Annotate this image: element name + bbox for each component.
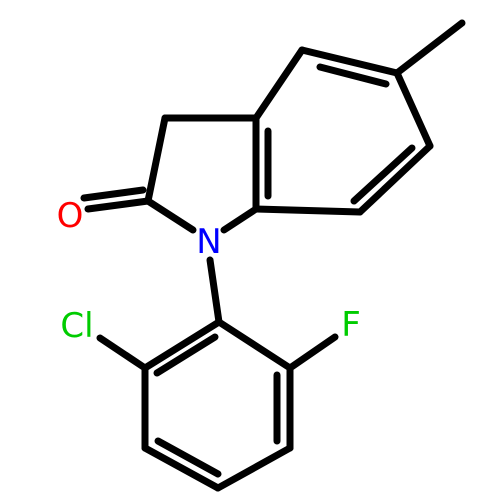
atom-labels: O N Cl F (57, 196, 361, 346)
bond-n1-phenyl (206, 256, 223, 326)
bond-c2-o (84, 197, 152, 213)
bond-c5-c6 (393, 69, 434, 150)
bond-p4-p5 (214, 444, 294, 492)
bond-c6-c7-inner (350, 144, 416, 205)
bond-methyl (393, 19, 466, 77)
bond-p3-p4 (141, 444, 222, 492)
atom-oxygen: O (57, 196, 84, 236)
bonds (80, 19, 466, 492)
bond-c3-c2 (144, 114, 169, 205)
bond-c4-c5-inner (316, 63, 390, 88)
bond-c4-c5 (298, 46, 401, 77)
bond-c2-n1 (144, 197, 197, 234)
atom-nitrogen: N (196, 222, 221, 262)
bond-p1-p2 (141, 318, 223, 372)
bond-p1-p2-inner (153, 333, 219, 377)
bond-p6-p1 (215, 318, 294, 372)
bond-p3-p4-inner (154, 437, 222, 478)
bond-c7-c7a (252, 205, 364, 216)
bond-c3a-c4 (252, 46, 306, 122)
bond-p2-cl (96, 334, 149, 372)
bond-p6-f (286, 333, 339, 372)
bond-c2-o-second (80, 186, 147, 202)
bond-n1-c7a (220, 205, 260, 234)
bond-c6-c7 (356, 142, 434, 216)
atom-chlorine: Cl (60, 306, 93, 346)
atom-fluorine: F (341, 305, 361, 345)
